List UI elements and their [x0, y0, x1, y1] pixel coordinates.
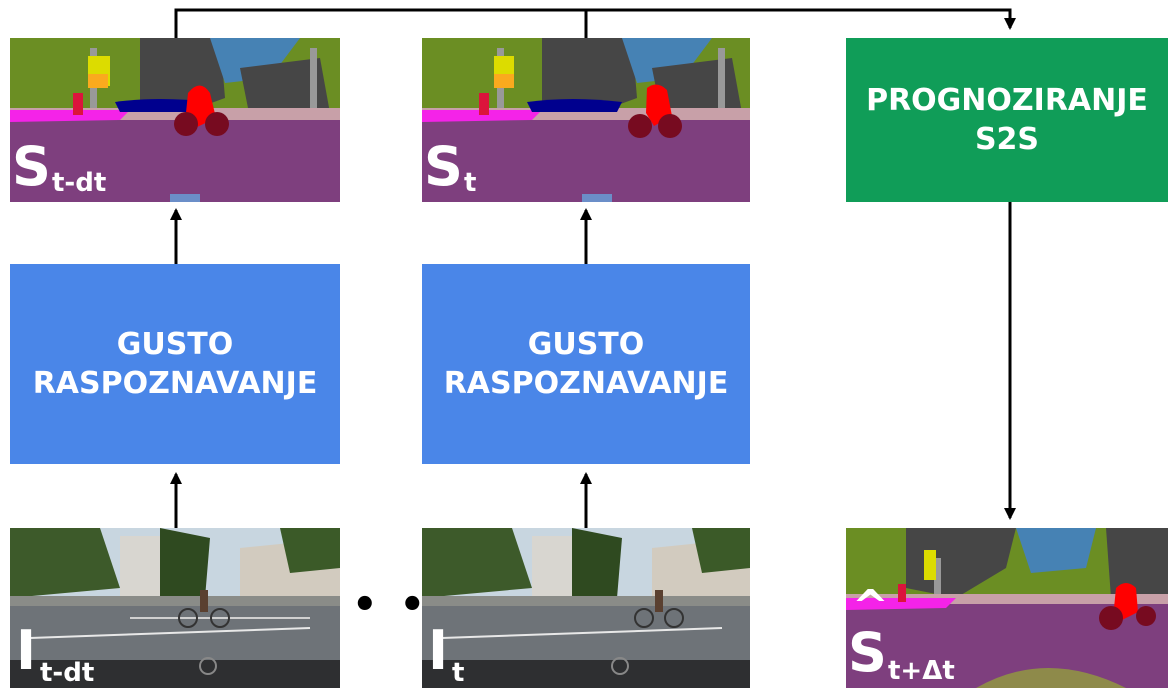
img-prev-subscript: t-dt: [40, 658, 95, 688]
recognition-box-prev: GUSTO RASPOZNAVANJE: [10, 264, 340, 464]
seg-prev-subscript: t-dt: [52, 168, 107, 198]
recognition-box-curr: GUSTO RASPOZNAVANJE: [422, 264, 750, 464]
top-connector-line: [174, 8, 1016, 38]
seg-prev-label: S: [12, 135, 51, 198]
input-image-prev: I t-dt: [10, 528, 340, 688]
img-prev-label: I: [16, 619, 37, 682]
segmentation-panel-prev: S t-dt: [10, 38, 340, 202]
seg-curr-subscript: t: [464, 168, 477, 198]
img-curr-label: I: [428, 619, 449, 682]
segmentation-panel-curr: S t: [422, 38, 750, 202]
recognition-box-prev-label: GUSTO RASPOZNAVANJE: [32, 327, 318, 401]
predicted-segmentation-panel: ^ S t+Δt: [846, 528, 1168, 688]
pred-hat: ^: [852, 581, 889, 632]
forecasting-box: PROGNOZIRANJE S2S: [846, 38, 1168, 202]
pred-subscript: t+Δt: [888, 656, 955, 686]
pred-label: S: [848, 621, 887, 684]
recognition-box-curr-label: GUSTO RASPOZNAVANJE: [443, 327, 729, 401]
img-curr-subscript: t: [452, 658, 465, 688]
seg-curr-label: S: [424, 135, 463, 198]
input-image-curr: I t: [422, 528, 750, 688]
forecasting-box-label: PROGNOZIRANJE S2S: [866, 83, 1148, 157]
